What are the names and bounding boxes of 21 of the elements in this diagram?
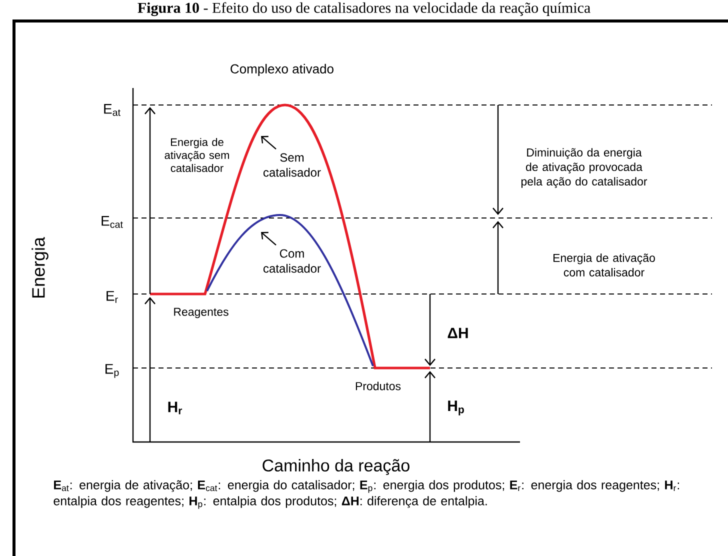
curve-label: Com catalisador [264, 249, 321, 273]
axis-label: Caminho da reação [262, 459, 410, 475]
axis-label: Energia [32, 237, 48, 298]
level-label: E$_{at}$ [104, 104, 120, 116]
title-text: Complexo ativado [230, 64, 334, 76]
annotation: Energia de ativação sem catalisador [164, 138, 229, 172]
dimension-label: H$_{r}$ [168, 402, 182, 414]
leader-line [261, 232, 276, 246]
figure-title: Figura 10 - Efeito do uso de catalisadores na velocidade da reação química [138, 2, 590, 16]
curve-label: Reagentes [174, 308, 228, 318]
level-label: E$_{cat}$ [102, 216, 123, 228]
level-label: E$_{r}$ [106, 291, 118, 303]
caption: E$_{at}$: energia de ativação; E$_{cat}$: energia do catalisador; E$_{p}$: energia dos produtos; E$_{r}$: energia dos reagentes; H$_{r}$: entalpia dos reagentes; H$_{p}$: entalpia dos produtos; ΔH: diferença de entalpia. [54, 480, 679, 509]
dimension-label: H$_{p}$ [448, 400, 464, 416]
leader-line [261, 136, 276, 150]
curve-label: Produtos [356, 382, 401, 390]
annotation: Diminuição da energia de ativação provocada pela ação do catalisador [521, 148, 648, 188]
level-label: E$_{p}$ [106, 364, 119, 378]
annotation: Energia de ativação com catalisador [553, 254, 655, 276]
dimension-label: ΔH [448, 328, 468, 338]
curve-label: Sem catalisador [264, 153, 321, 177]
